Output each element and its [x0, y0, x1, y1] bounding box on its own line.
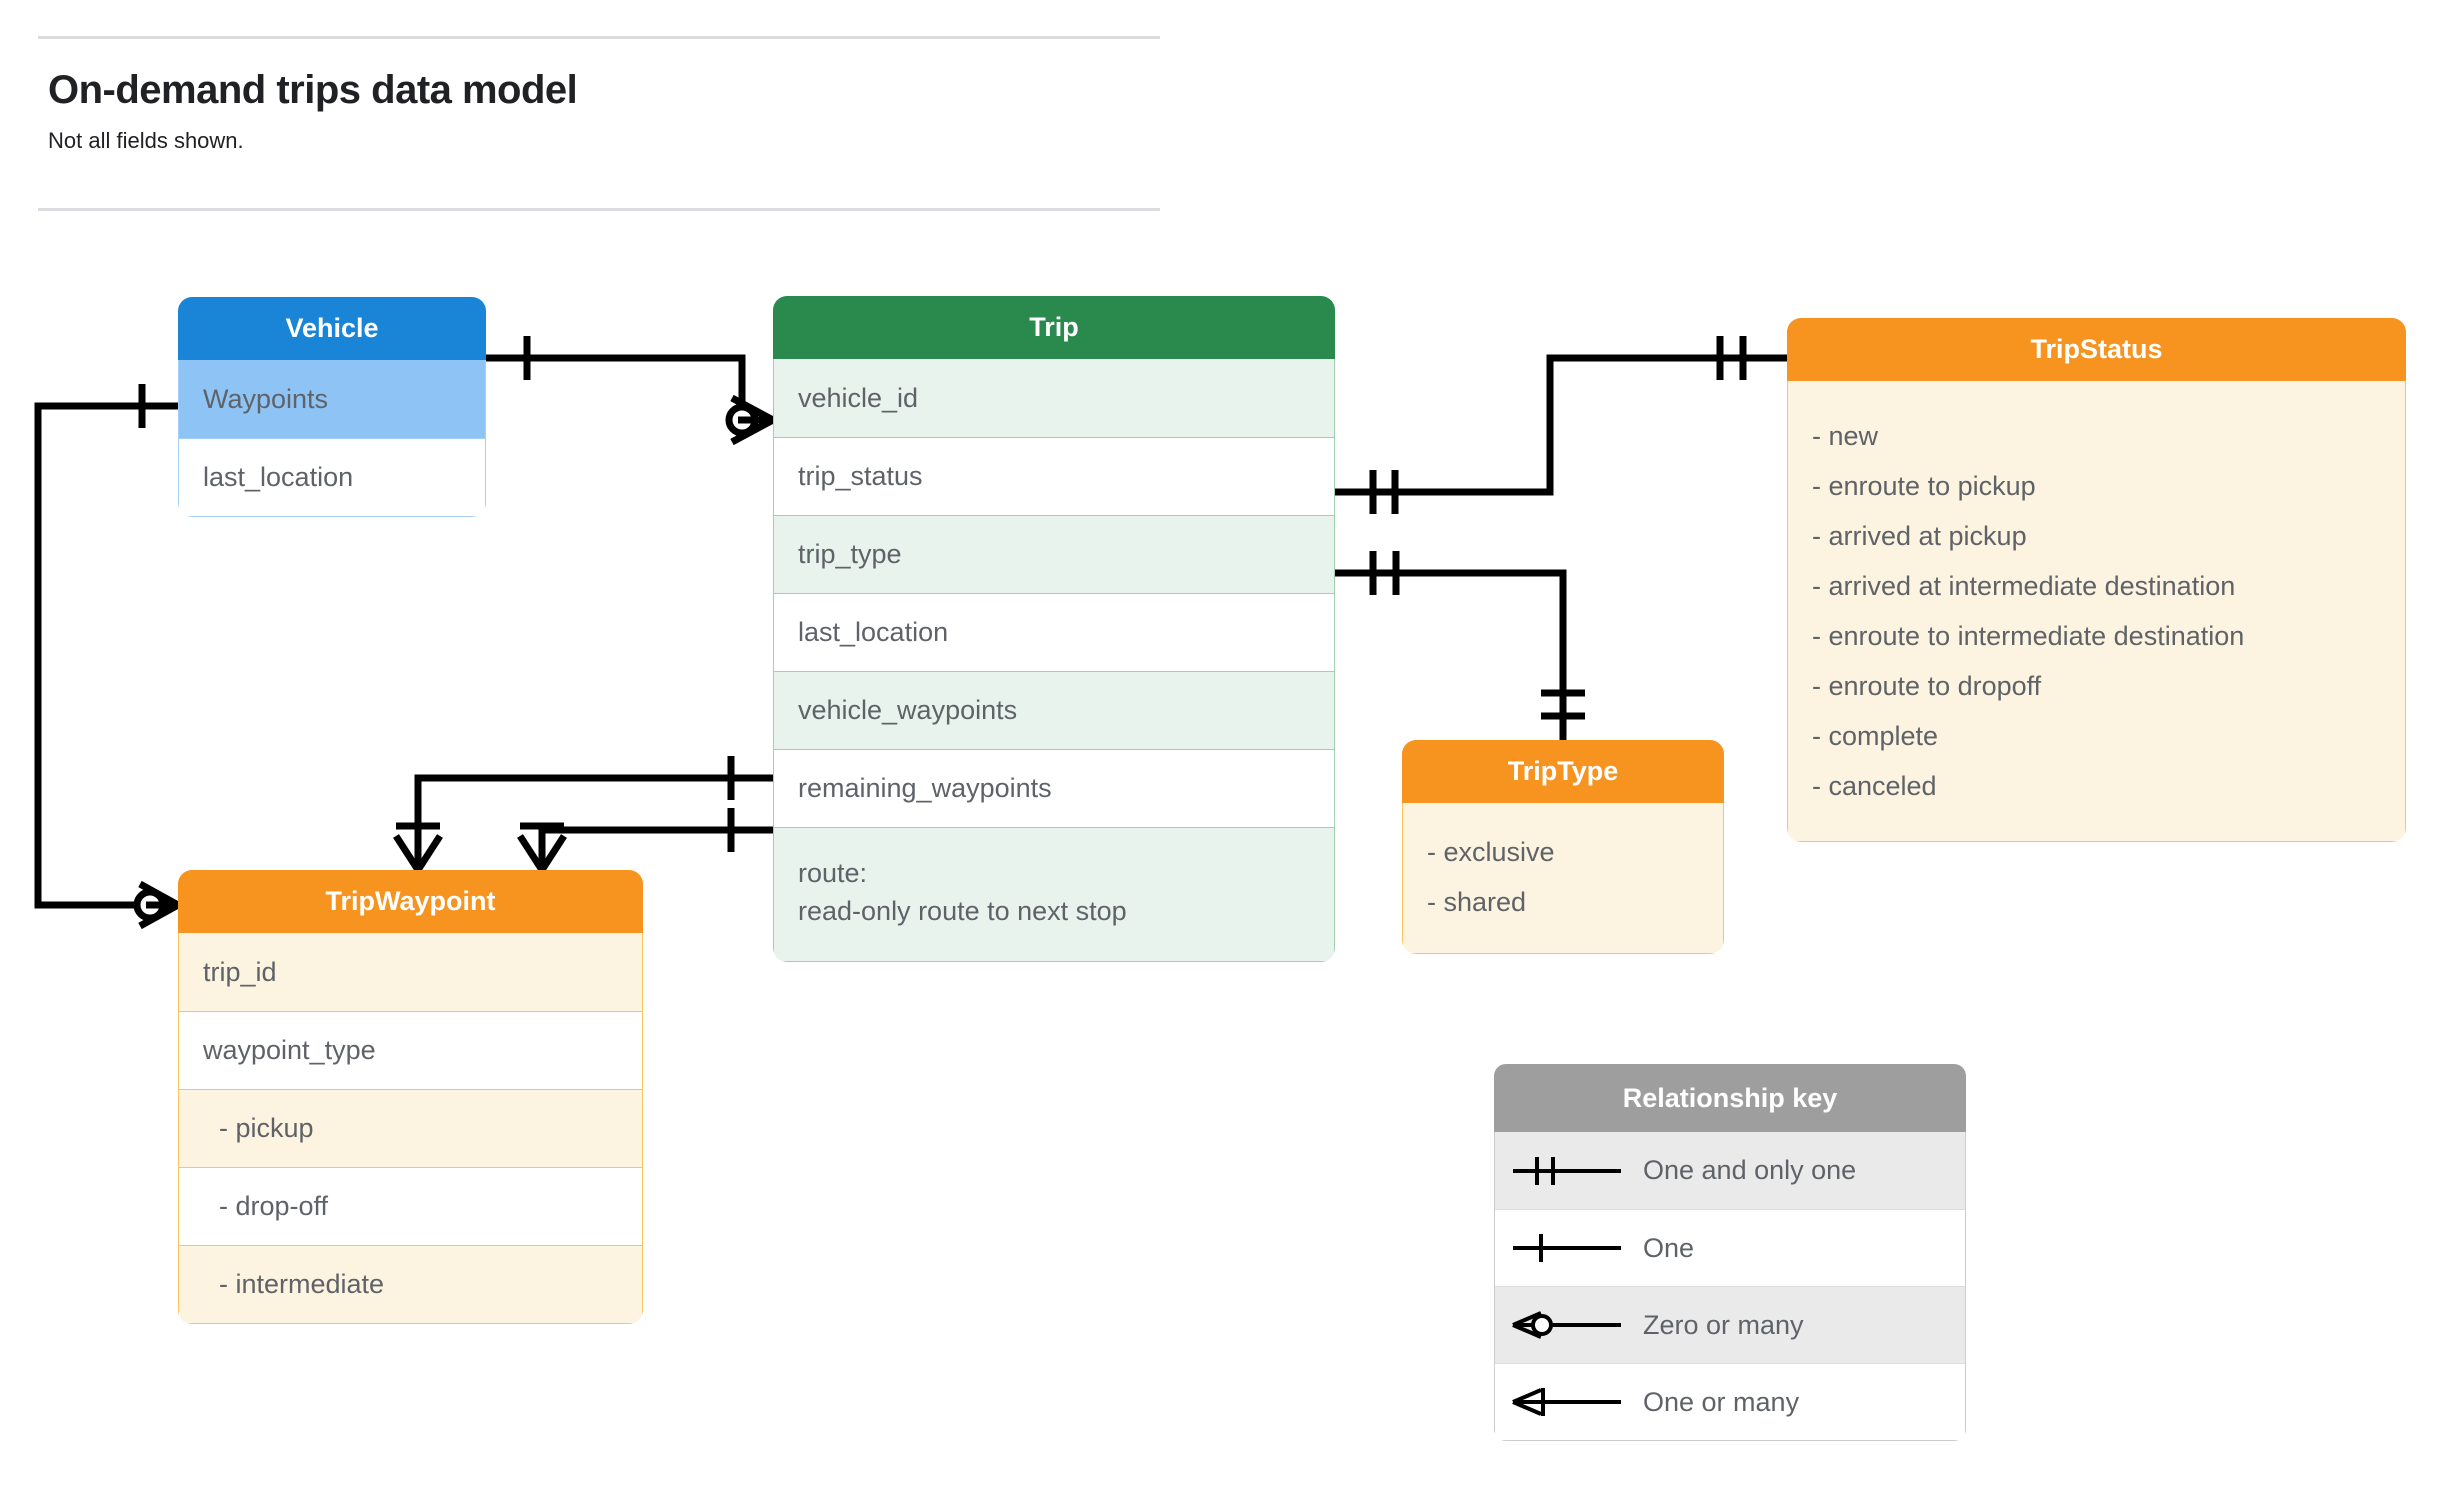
field-row[interactable]: Waypoints: [179, 360, 485, 438]
legend-row: One: [1495, 1209, 1965, 1286]
connector-trip-tripstatus: [1335, 354, 1787, 496]
entity-trip-title: Trip: [773, 296, 1335, 359]
field-row[interactable]: vehicle_id: [774, 359, 1334, 437]
legend-label: One: [1643, 1232, 1695, 1263]
entity-triptype-values: - exclusive - shared: [1402, 803, 1724, 954]
field-row[interactable]: trip_type: [774, 515, 1334, 593]
entity-triptype-title: TripType: [1402, 740, 1724, 803]
field-row[interactable]: remaining_waypoints: [774, 749, 1334, 827]
one-icon: [1507, 1228, 1627, 1268]
field-row[interactable]: trip_status: [774, 437, 1334, 515]
route-description: read-only route to next stop: [798, 896, 1127, 927]
legend-label: One or many: [1643, 1386, 1800, 1417]
relationship-key-title: Relationship key: [1494, 1064, 1966, 1132]
one-and-only-one-icon: [1507, 1151, 1627, 1191]
route-label: route:: [798, 858, 868, 888]
entity-vehicle[interactable]: Vehicle Waypoints last_location: [178, 297, 486, 517]
enum-item: - enroute to pickup: [1812, 471, 2036, 501]
field-row[interactable]: trip_id: [179, 933, 642, 1011]
field-row[interactable]: vehicle_waypoints: [774, 671, 1334, 749]
field-row[interactable]: waypoint_type: [179, 1011, 642, 1089]
enum-item: - enroute to dropoff: [1812, 671, 2042, 701]
one-or-many-icon: [1507, 1382, 1627, 1422]
entity-tripstatus-values: - new - enroute to pickup - arrived at p…: [1787, 381, 2406, 842]
header-divider-top: [38, 36, 1160, 39]
enum-item: - shared: [1427, 887, 1527, 917]
entity-trip[interactable]: Trip vehicle_id trip_status trip_type la…: [773, 296, 1335, 962]
zero-or-many-icon: [1507, 1305, 1627, 1345]
enum-item[interactable]: - intermediate: [179, 1245, 642, 1323]
legend-label: One and only one: [1643, 1155, 1857, 1185]
enum-item: - canceled: [1812, 771, 1937, 801]
field-row[interactable]: last_location: [179, 438, 485, 516]
connector-vehicle-trip: [486, 354, 746, 420]
legend-row: One and only one: [1495, 1132, 1965, 1209]
enum-item: - exclusive: [1427, 837, 1555, 867]
field-row-route[interactable]: route: read-only route to next stop: [774, 827, 1334, 961]
crowfoot-vehicle-waypoints: [138, 880, 180, 930]
crowfoot-remaining-waypoints: [517, 834, 567, 872]
entity-tripstatus-title: TripStatus: [1787, 318, 2406, 381]
connector-vehicle-waypoints: [34, 402, 178, 909]
entity-trip-fields: vehicle_id trip_status trip_type last_lo…: [773, 359, 1335, 962]
enum-item[interactable]: - pickup: [179, 1089, 642, 1167]
connector-remaining-waypoints: [538, 826, 773, 870]
relationship-key-rows: One and only one One: [1494, 1132, 1966, 1441]
entity-vehicle-title: Vehicle: [178, 297, 486, 360]
page-title: On-demand trips data model: [48, 68, 578, 112]
crowfoot-vehicle-trip: [730, 394, 775, 446]
enum-item: - new: [1812, 421, 1879, 451]
legend-row: Zero or many: [1495, 1286, 1965, 1363]
connector-vehicle-waypoints-field: [414, 774, 773, 870]
legend-label: Zero or many: [1643, 1309, 1804, 1340]
legend-row: One or many: [1495, 1363, 1965, 1440]
enum-item: - complete: [1812, 721, 1939, 751]
enum-item: - arrived at pickup: [1812, 521, 2027, 551]
zero-circle-vehicle-waypoints: [133, 888, 167, 922]
connector-trip-triptype: [1335, 569, 1567, 740]
entity-vehicle-fields: Waypoints last_location: [178, 360, 486, 517]
crowfoot-vehicle-waypoints-field: [393, 834, 443, 872]
entity-tripwaypoint[interactable]: TripWaypoint trip_id waypoint_type - pic…: [178, 870, 643, 1324]
page-subtitle: Not all fields shown.: [48, 128, 244, 153]
entity-tripwaypoint-title: TripWaypoint: [178, 870, 643, 933]
enum-item: - enroute to intermediate destination: [1812, 621, 2245, 651]
zero-circle-vehicle-trip: [725, 403, 759, 437]
entity-tripwaypoint-fields: trip_id waypoint_type - pickup - drop-of…: [178, 933, 643, 1324]
entity-tripstatus[interactable]: TripStatus - new - enroute to pickup - a…: [1787, 318, 2406, 842]
header-divider-bottom: [38, 208, 1160, 211]
relationship-key-legend: Relationship key One and only one: [1494, 1064, 1966, 1441]
enum-item: - arrived at intermediate destination: [1812, 571, 2236, 601]
enum-item[interactable]: - drop-off: [179, 1167, 642, 1245]
entity-triptype[interactable]: TripType - exclusive - shared: [1402, 740, 1724, 954]
field-row[interactable]: last_location: [774, 593, 1334, 671]
